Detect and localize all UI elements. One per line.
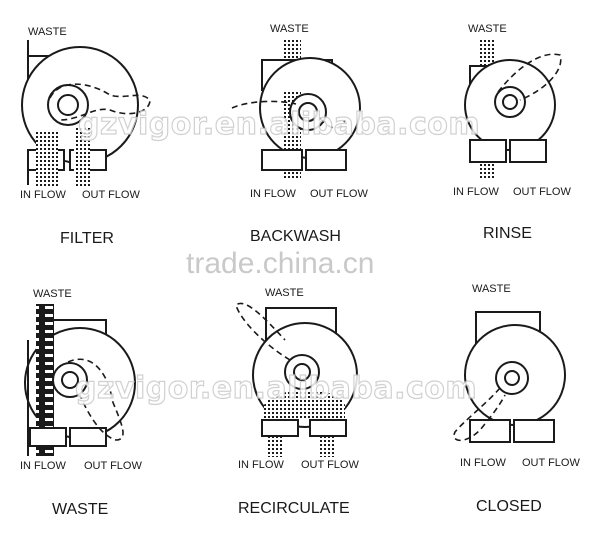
rotor <box>494 86 526 118</box>
outlet-port <box>305 149 347 171</box>
handle-path <box>67 358 124 441</box>
waste-label: WASTE <box>472 283 511 295</box>
mode-filter: FILTER <box>60 230 114 247</box>
in-flow-label: IN FLOW <box>20 460 66 472</box>
panel-waste: WASTE IN FLOW OUT FLOW WASTE <box>20 288 142 518</box>
handle-path <box>497 53 562 101</box>
inlet-port <box>29 427 67 447</box>
mode-recirculate: RECIRCULATE <box>238 500 350 517</box>
mode-waste: WASTE <box>52 501 108 518</box>
rotor <box>52 362 88 398</box>
outlet-port <box>309 419 347 437</box>
outlet-port <box>69 427 107 447</box>
in-flow-label: IN FLOW <box>238 459 284 471</box>
waste-label: WASTE <box>28 26 67 38</box>
panel-closed: WASTE IN FLOW OUT FLOW CLOSED <box>453 283 580 515</box>
out-flow-label: OUT FLOW <box>84 460 142 472</box>
waste-label: WASTE <box>270 23 309 35</box>
handle-path <box>235 302 291 361</box>
inlet-port <box>261 419 299 437</box>
rotor-hub <box>298 102 318 122</box>
out-flow-label: OUT FLOW <box>310 188 368 200</box>
in-flow-label: IN FLOW <box>460 457 506 469</box>
out-flow-label: OUT FLOW <box>301 459 359 471</box>
handle-path <box>231 100 346 129</box>
outlet-port <box>513 419 555 443</box>
panel-rinse: WASTE IN FLOW OUT FLOW RINSE <box>453 23 571 242</box>
waste-label: WASTE <box>468 23 507 35</box>
handle-path <box>49 83 151 121</box>
rotor-hub <box>504 370 520 386</box>
waste-stream <box>36 304 54 456</box>
inlet-port <box>469 419 511 443</box>
handle-path <box>453 387 506 442</box>
out-flow-label: OUT FLOW <box>82 189 140 201</box>
in-flow-label: IN FLOW <box>453 186 499 198</box>
panel-backwash: WASTE IN FLOW OUT FLOW BACKWASH <box>231 23 368 245</box>
mode-rinse: RINSE <box>483 225 532 242</box>
rotor <box>289 93 327 131</box>
out-flow-label: OUT FLOW <box>522 457 580 469</box>
watermark-middle: trade.china.cn <box>186 247 374 280</box>
inflow-stream <box>36 130 58 186</box>
rotor-hub <box>57 94 79 116</box>
in-flow-label: IN FLOW <box>250 188 296 200</box>
watermark-top: gzvigor.en.alibaba.com <box>78 107 480 142</box>
inlet-port <box>469 139 507 163</box>
mode-closed: CLOSED <box>476 498 542 515</box>
panel-recirculate: WASTE IN FLOW OUT FLOW RECIRCULATE <box>235 287 359 517</box>
out-flow-label: OUT FLOW <box>513 186 571 198</box>
rotor <box>495 361 529 395</box>
outflow-stream <box>74 128 90 188</box>
in-flow-label: IN FLOW <box>20 189 66 201</box>
outlet-port <box>509 139 547 163</box>
mode-backwash: BACKWASH <box>250 228 341 245</box>
waste-label: WASTE <box>33 288 72 300</box>
rotor-hub <box>293 363 311 381</box>
rotor-hub <box>61 371 79 389</box>
waste-label: WASTE <box>265 287 304 299</box>
panel-filter: WASTE IN FLOW OUT FLOW FILTER <box>20 26 151 247</box>
rotor-hub <box>502 94 518 110</box>
watermark-bottom: gzvigor.en.alibaba.com <box>75 371 477 406</box>
rotor <box>284 354 320 390</box>
inlet-port <box>261 149 303 171</box>
